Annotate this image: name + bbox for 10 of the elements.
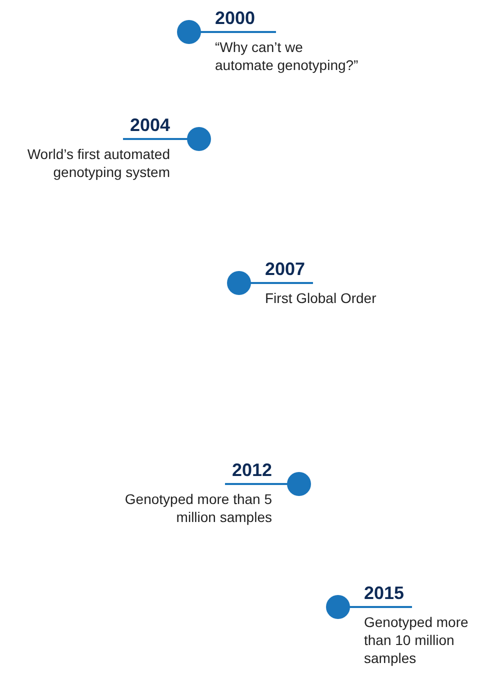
milestone-description: First Global Order bbox=[265, 289, 378, 307]
milestone-description: Genotyped more than 5 million samples bbox=[124, 490, 272, 526]
year-label: 2000 bbox=[215, 7, 256, 29]
milestone-description: World’s first automated genotyping system bbox=[26, 145, 170, 181]
year-label: 2007 bbox=[265, 258, 306, 280]
year-label: 2015 bbox=[364, 582, 404, 604]
year-label: 2012 bbox=[232, 459, 272, 481]
milestone-description: “Why can’t we automate genotyping?” bbox=[215, 38, 360, 74]
year-label: 2004 bbox=[130, 114, 170, 136]
milestone-description: Genotyped more than 10 million samples bbox=[364, 613, 470, 667]
